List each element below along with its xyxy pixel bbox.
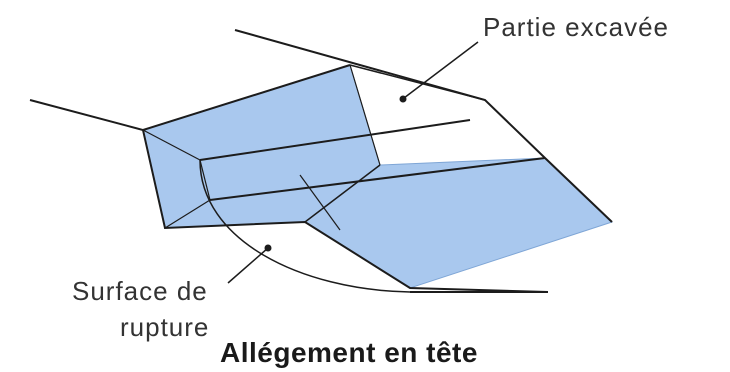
- internal-edge-5: [349, 64, 381, 166]
- excavated-mid-edge: [349, 64, 486, 101]
- bench-line-3: [209, 157, 546, 201]
- excavated-leader-line: [403, 41, 479, 99]
- internal-edge-4: [304, 164, 381, 223]
- rupture-surface-curve: [199, 159, 411, 293]
- excavated-part-label: Partie excavée: [483, 12, 669, 42]
- internal-edge-1: [142, 129, 201, 161]
- rupture-leader-line: [227, 247, 269, 284]
- bench-line-2: [199, 119, 471, 161]
- diagram-caption: Allégement en tête: [220, 337, 478, 368]
- upper-terrain-line: [234, 29, 613, 223]
- internal-edge-6: [299, 174, 341, 231]
- rupture-leader-dot: [264, 244, 272, 252]
- internal-edge-3: [164, 199, 211, 229]
- original-ground-line: [29, 99, 549, 293]
- internal-edge-2: [199, 159, 211, 201]
- rupture-surface-label-line1: Surface de: [72, 276, 208, 306]
- excavated-top-edge: [142, 64, 351, 131]
- rupture-surface-label-line2: rupture: [120, 312, 210, 342]
- excavated-leader-dot: [399, 95, 407, 103]
